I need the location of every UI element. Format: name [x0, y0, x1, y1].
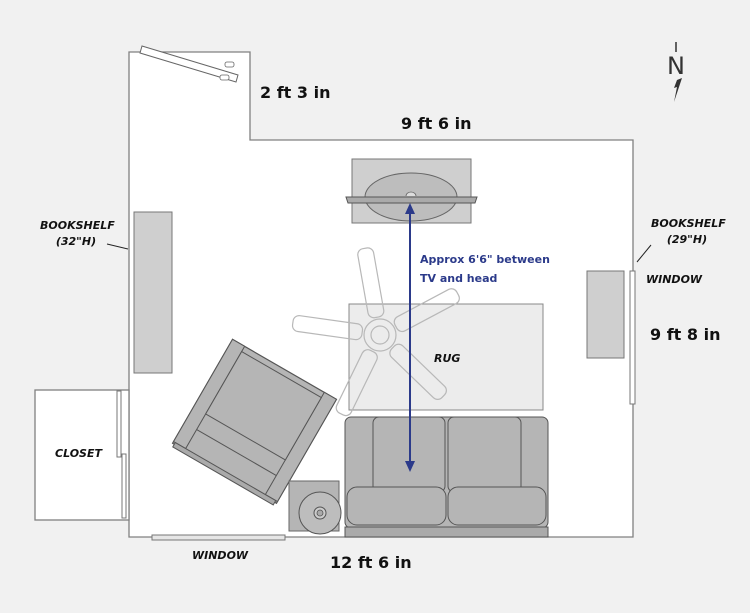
window-right [629, 270, 636, 405]
tv-stand [345, 158, 478, 224]
bookshelf-right [586, 270, 625, 359]
distance-arrow [405, 203, 415, 472]
label-window-bottom: WINDOW [192, 549, 249, 562]
armchair [171, 338, 338, 506]
label-bookshelf-right-height: (29"H) [666, 233, 708, 246]
entry-door [139, 45, 239, 83]
label-bookshelf-right: BOOKSHELF (29"H) [651, 216, 726, 248]
label-bookshelf-right-title: BOOKSHELF [651, 217, 726, 230]
label-closet: CLOSET [55, 447, 102, 460]
label-rug: RUG [434, 352, 461, 365]
sofa [344, 416, 549, 538]
closet-door-lower [121, 453, 127, 519]
bookshelf-left [133, 211, 173, 374]
label-window-right: WINDOW [646, 273, 703, 286]
closet [34, 389, 130, 521]
label-bookshelf-left: BOOKSHELF (32"H) [40, 218, 115, 250]
dimension-bottom-wall: 12 ft 6 in [330, 553, 412, 572]
label-bookshelf-left-height: (32"H) [55, 235, 97, 248]
dimension-top-wall: 9 ft 6 in [401, 114, 472, 133]
window-bottom [151, 534, 286, 541]
distance-annotation-line1: Approx 6'6" between [420, 253, 550, 266]
bookshelf-right-leader [636, 244, 652, 263]
distance-annotation-line2: TV and head [420, 272, 498, 285]
label-bookshelf-left-title: BOOKSHELF [40, 219, 115, 232]
compass-north-letter: N [667, 52, 685, 80]
compass-icon [674, 42, 682, 102]
closet-door-upper [116, 390, 122, 458]
ceiling-fan [291, 247, 460, 417]
dimension-right-wall: 9 ft 8 in [650, 325, 721, 344]
side-table [288, 480, 342, 535]
dimension-alcove: 2 ft 3 in [260, 83, 331, 102]
bookshelf-left-leader [106, 243, 129, 250]
distance-annotation: Approx 6'6" between TV and head [420, 250, 550, 288]
